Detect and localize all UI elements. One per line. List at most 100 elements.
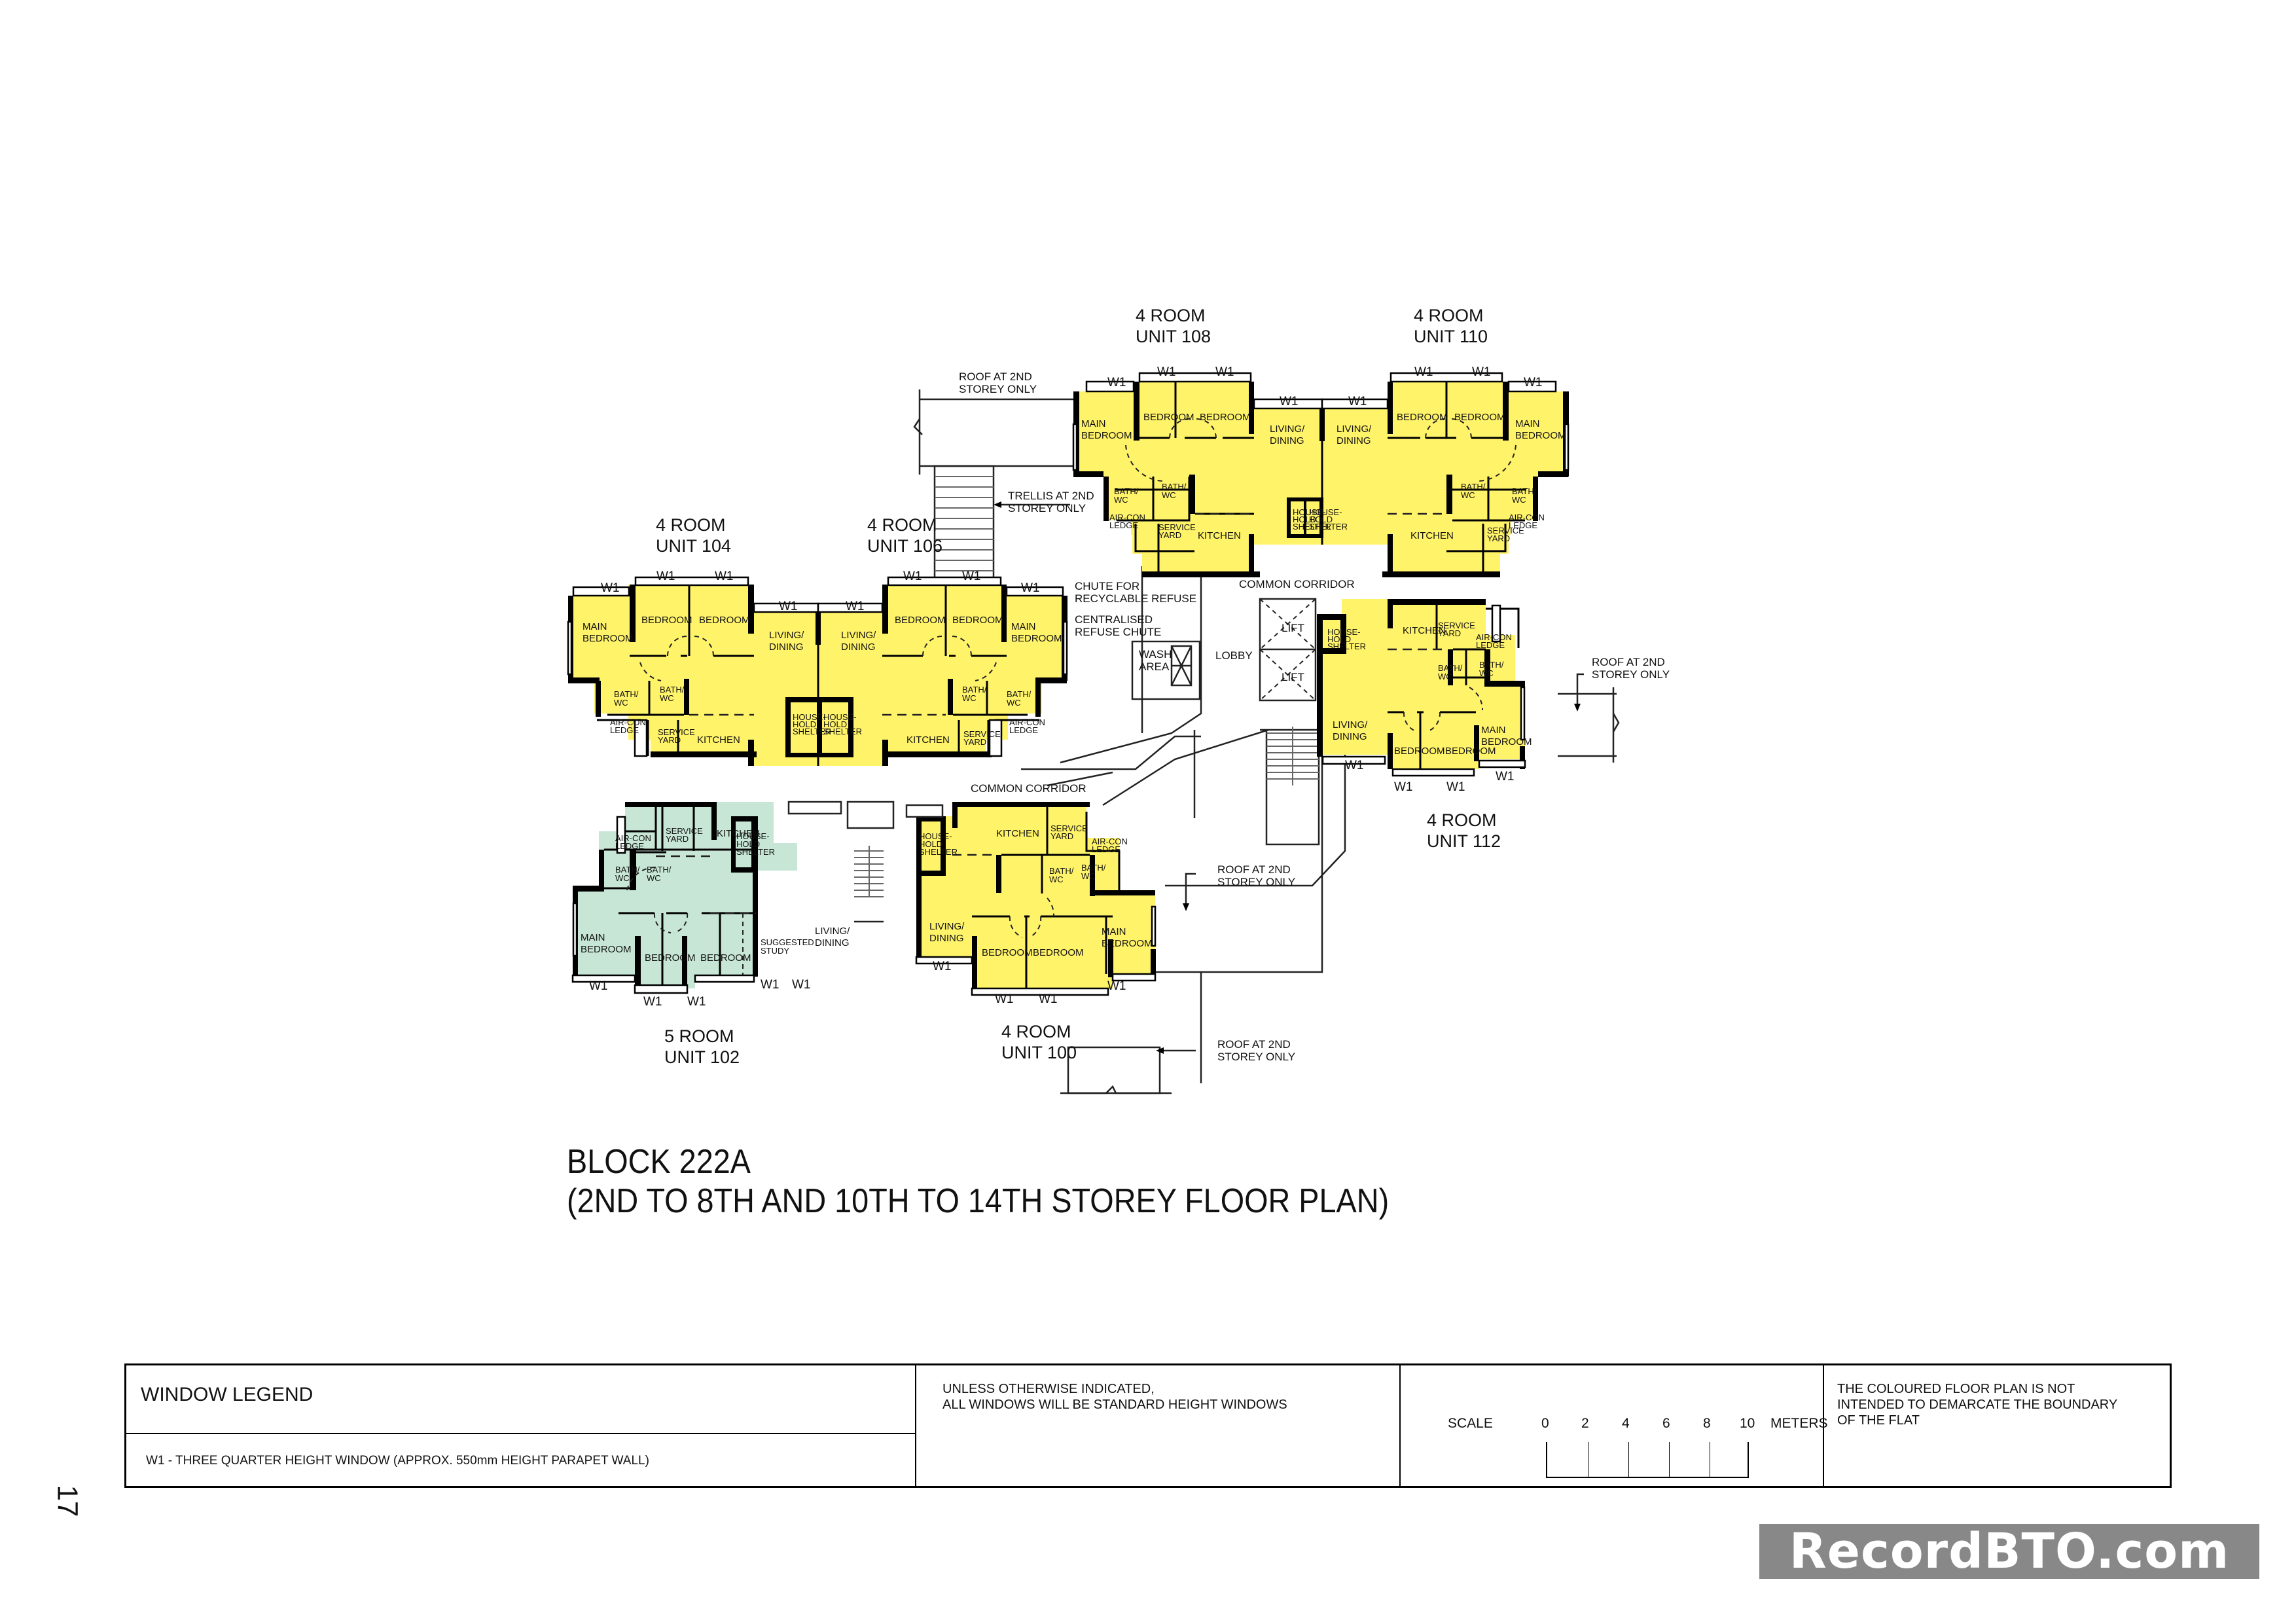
unit-106-plan[interactable] [785,576,1068,766]
common-corridor-bottom: COMMON CORRIDOR [971,782,1086,795]
svg-text:BEDROOM: BEDROOM [1481,736,1532,748]
chute-recycle-note: CHUTE FOR [1075,580,1139,592]
svg-text:STUDY: STUDY [761,946,789,956]
svg-text:W1: W1 [1348,395,1367,408]
unit-110-plan[interactable] [1287,372,1570,577]
svg-text:W1: W1 [761,978,780,992]
svg-text:BEDROOM: BEDROOM [1081,430,1132,441]
central-stair-lines [1266,727,1319,785]
scale-label: SCALE [1448,1416,1493,1431]
window-legend-w1: W1 - THREE QUARTER HEIGHT WINDOW (APPROX… [146,1454,649,1468]
unit-104-label: UNIT 104 [656,536,731,556]
svg-text:BEDROOM: BEDROOM [1397,412,1448,423]
unit-102-plan[interactable] [571,802,797,994]
svg-text:BEDROOM: BEDROOM [1011,633,1062,644]
svg-text:DINING: DINING [815,937,850,948]
svg-text:HOLD: HOLD [1309,514,1333,524]
svg-text:LEDGE: LEDGE [610,725,639,735]
svg-text:AIR-CON: AIR-CON [1092,837,1128,846]
unit-110-type: 4 ROOM [1414,306,1484,325]
svg-text:WC: WC [1479,668,1494,678]
svg-text:LEDGE: LEDGE [615,841,644,851]
svg-text:KITCHEN: KITCHEN [906,734,950,746]
svg-text:W1: W1 [1524,376,1543,389]
svg-text:AIR-CON: AIR-CON [615,833,651,843]
lift-label-2: LIFT [1282,671,1304,683]
svg-text:W1: W1 [903,569,922,583]
unit-112-label: UNIT 112 [1427,831,1501,851]
unit-100-plan[interactable] [787,801,1157,996]
unit-100-type: 4 ROOM [1001,1022,1071,1041]
svg-text:HOLD: HOLD [1293,514,1316,524]
left-stair-lines [854,846,884,897]
svg-text:WASH: WASH [1139,648,1172,660]
lobby-label: LOBBY [1215,649,1253,662]
svg-text:W1: W1 [1280,395,1299,408]
svg-text:BATH/: BATH/ [1438,663,1463,673]
unit-110-label: UNIT 110 [1414,327,1488,346]
lift-label-1: LIFT [1282,622,1304,634]
svg-text:MAIN: MAIN [583,621,607,632]
svg-text:DINING: DINING [929,933,964,944]
svg-text:BATH/: BATH/ [615,865,640,875]
block-title: BLOCK 222A [567,1143,751,1181]
svg-text:W1: W1 [1414,365,1433,379]
unit-104-plan[interactable] [567,576,819,766]
svg-text:STOREY ONLY: STOREY ONLY [1217,1051,1295,1063]
svg-text:YARD: YARD [1487,533,1510,543]
svg-text:W1: W1 [687,995,706,1009]
svg-text:SUGGESTED: SUGGESTED [761,937,814,947]
unit-102-type: 5 ROOM [664,1026,734,1046]
svg-text:LEDGE: LEDGE [1009,725,1038,735]
trellis-slats [935,476,994,571]
svg-text:BEDROOM: BEDROOM [645,952,696,964]
svg-text:LEDGE: LEDGE [1109,520,1138,530]
svg-text:BEDROOM: BEDROOM [895,615,946,626]
svg-text:BATH/: BATH/ [647,865,672,875]
svg-text:W1: W1 [1157,365,1176,379]
svg-text:W1: W1 [792,978,811,992]
svg-text:LIVING/: LIVING/ [929,921,965,932]
svg-text:WC: WC [1114,495,1128,505]
svg-text:WC: WC [647,873,661,883]
svg-text:SERVICE: SERVICE [1050,823,1088,833]
unit-108-plan[interactable] [1072,372,1323,577]
svg-text:BEDROOM: BEDROOM [982,947,1033,958]
svg-text:SERVICE: SERVICE [1158,522,1196,532]
svg-text:WC: WC [1438,672,1452,681]
svg-text:BEDROOM: BEDROOM [1445,746,1496,757]
svg-text:LIVING/: LIVING/ [815,926,850,937]
svg-text:BEDROOM: BEDROOM [699,615,750,626]
unit-106-label: UNIT 106 [867,536,942,556]
unit-108-type: 4 ROOM [1136,306,1206,325]
unit-112-plan[interactable] [1317,599,1526,777]
svg-text:LIVING/: LIVING/ [841,630,876,641]
svg-text:STOREY ONLY: STOREY ONLY [959,383,1037,395]
svg-text:KITCHEN: KITCHEN [697,734,740,746]
svg-text:MAIN: MAIN [581,932,605,943]
room-labels: MAIN BEDROOM BEDROOM BEDROOM LIVING/ DIN… [581,412,1566,964]
svg-text:WC: WC [1461,490,1475,500]
window-legend-title: WINDOW LEGEND [126,1365,915,1434]
svg-text:W1: W1 [779,600,798,613]
svg-text:AIR-CON: AIR-CON [1109,513,1145,522]
page-number: 17 [51,1485,84,1517]
svg-text:LEDGE: LEDGE [1476,640,1505,650]
svg-text:KITCHEN: KITCHEN [717,828,760,839]
svg-text:YARD: YARD [963,737,986,747]
svg-text:WC: WC [614,698,628,708]
svg-text:BEDROOM: BEDROOM [1515,430,1566,441]
svg-text:W1: W1 [1472,365,1491,379]
svg-text:DINING: DINING [1270,435,1304,446]
svg-text:BATH/: BATH/ [1081,863,1106,873]
svg-text:AIR-CON: AIR-CON [610,717,646,727]
svg-text:BEDROOM: BEDROOM [641,615,692,626]
svg-text:SERVICE: SERVICE [666,826,703,836]
svg-text:W1: W1 [846,600,865,613]
svg-text:MAIN: MAIN [1011,621,1036,632]
svg-text:BATH/: BATH/ [660,685,685,695]
svg-text:BEDROOM: BEDROOM [952,615,1003,626]
svg-text:BATH/: BATH/ [962,685,987,695]
svg-text:WC: WC [1162,490,1176,500]
svg-text:YARD: YARD [1050,831,1073,841]
